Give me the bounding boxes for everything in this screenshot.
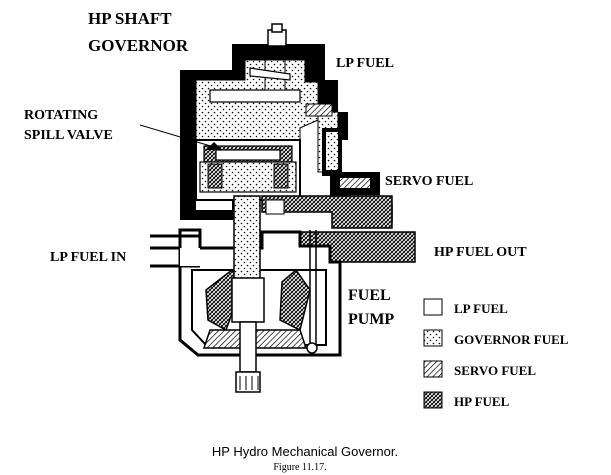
figure-caption: HP Hydro Mechanical Governor. (212, 444, 398, 459)
legend: LP FUEL GOVERNOR FUEL SERVO FUEL HP FUEL (423, 298, 569, 409)
legend-swatch-lp (423, 298, 443, 316)
hp-fuel-out-label: HP FUEL OUT (434, 245, 527, 260)
legend-swatch-governor (423, 329, 443, 347)
figure-number: Figure 11.17. (273, 462, 326, 473)
rotating-label-line2: SPILL VALVE (24, 128, 113, 143)
legend-swatch-servo (423, 360, 443, 378)
legend-label-servo: SERVO FUEL (454, 363, 536, 378)
drive-shaft (231, 195, 285, 393)
governor-housing (180, 23, 348, 220)
legend-label-hp: HP FUEL (454, 394, 510, 409)
legend-label-lp: LP FUEL (454, 301, 508, 316)
pump-label-line2: PUMP (348, 311, 394, 328)
spill-valve-pointer (139, 124, 215, 148)
rotating-spill-valve (195, 139, 301, 201)
legend-label-governor: GOVERNOR FUEL (454, 332, 569, 347)
lp-fuel-in-label: LP FUEL IN (50, 250, 126, 265)
servo-fuel-label: SERVO FUEL (385, 174, 473, 189)
legend-swatch-hp (423, 391, 443, 409)
pump-label-line1: FUEL (348, 287, 391, 304)
lp-fuel-top-label: LP FUEL (336, 56, 394, 71)
title-line1: HP SHAFT (88, 9, 172, 28)
title-line2: GOVERNOR (88, 36, 189, 55)
rotating-label-line1: ROTATING (24, 108, 98, 123)
